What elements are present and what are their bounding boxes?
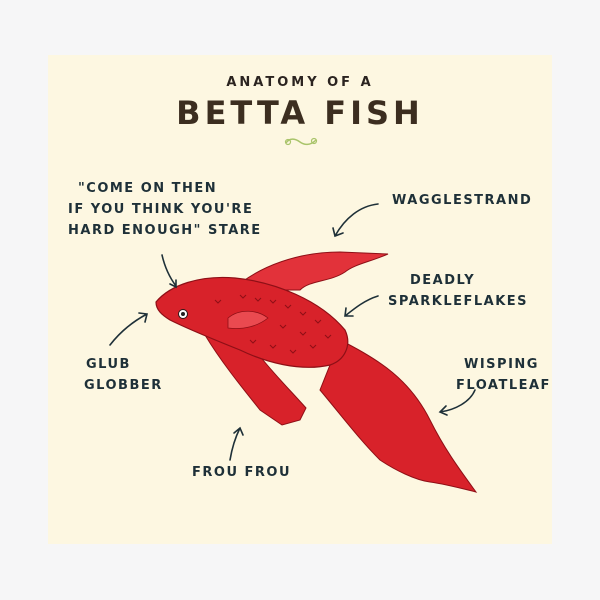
label-wagglestrand: WAGGLESTRAND	[392, 193, 533, 208]
pectoral-fin	[227, 310, 269, 329]
label-glub-globber: GLUB GLOBBER	[84, 357, 163, 393]
label-frou-frou: FROU FROU	[192, 465, 292, 480]
arrow-floatleaf	[438, 389, 476, 416]
subtitle: ANATOMY OF A	[226, 75, 374, 90]
page-title: BETTA FISH	[176, 94, 424, 132]
swirl-ornament-icon	[284, 137, 318, 146]
arrow-glub	[109, 312, 148, 346]
label-stare: "COME ON THEN IF YOU THINK YOU'RE HARD E…	[68, 181, 262, 238]
arrow-stare	[161, 254, 177, 289]
arrow-wagglestrand	[332, 203, 379, 238]
arrow-froufrou	[229, 426, 244, 461]
dorsal-fin	[230, 251, 389, 291]
arrow-sparkleflakes	[344, 295, 379, 317]
label-sparkleflakes: DEADLY SPARKLEFLAKES	[388, 273, 529, 309]
tail-fin	[319, 339, 478, 493]
label-floatleaf: WISPING FLOATLEAF	[456, 357, 551, 393]
ventral-fin	[203, 334, 307, 426]
